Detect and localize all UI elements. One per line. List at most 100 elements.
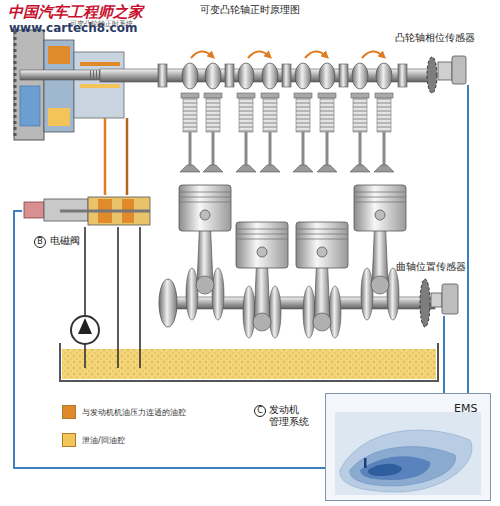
camshaft bbox=[182, 63, 198, 89]
rotation-arrow bbox=[362, 51, 383, 58]
crankshaft bbox=[186, 268, 198, 320]
crankshaft bbox=[243, 286, 255, 338]
oil-pump bbox=[78, 318, 92, 334]
camshaft bbox=[352, 63, 368, 89]
diagram-title: 可变凸轮轴正时原理图 bbox=[200, 4, 300, 16]
valve bbox=[374, 93, 394, 172]
phaser-body bbox=[74, 52, 124, 118]
camshaft bbox=[339, 64, 348, 87]
phaser-body bbox=[14, 30, 44, 140]
phaser-unit: 可变凸轮轴正时系统 bbox=[12, 30, 134, 142]
camshaft bbox=[427, 57, 437, 93]
phaser-body bbox=[48, 108, 70, 126]
legend-text: 与发动机机油压力连通的油腔 bbox=[82, 407, 186, 418]
camshaft bbox=[225, 64, 234, 87]
crank-sensor: 曲轴位置传感器 bbox=[428, 280, 460, 316]
ems-map bbox=[325, 393, 491, 501]
piston bbox=[354, 185, 406, 231]
node-label: 凸轮轴相位传感器 bbox=[395, 32, 475, 44]
valve bbox=[203, 93, 223, 172]
camshaft bbox=[282, 64, 291, 87]
oil-pump bbox=[71, 316, 99, 344]
camshaft bbox=[205, 63, 221, 89]
oil-pressure-line bbox=[126, 142, 129, 195]
rotation-arrow bbox=[248, 51, 269, 58]
valve bbox=[260, 93, 280, 172]
signal-wire bbox=[443, 316, 445, 393]
ems-box: C发动机 管理系统EMS bbox=[325, 393, 491, 501]
camshaft bbox=[398, 64, 407, 87]
crank-sensor-body bbox=[431, 293, 442, 307]
piston bbox=[179, 185, 231, 231]
node-label: 电磁阀 bbox=[50, 235, 80, 247]
piston bbox=[179, 185, 406, 268]
legend-swatch bbox=[62, 433, 76, 447]
crankshaft bbox=[303, 286, 315, 338]
phaser-body bbox=[44, 40, 74, 132]
crankshaft bbox=[212, 268, 224, 320]
rotation-arrow bbox=[305, 51, 326, 58]
phaser-body bbox=[104, 118, 107, 142]
oil-line bbox=[117, 227, 119, 368]
oil-line bbox=[85, 227, 140, 368]
solenoid-valve-body bbox=[24, 197, 150, 225]
connecting-rod bbox=[196, 215, 389, 331]
callout-letter: C bbox=[254, 405, 266, 417]
valve bbox=[180, 93, 394, 172]
valve bbox=[293, 93, 313, 172]
valve bbox=[317, 93, 337, 172]
cam-sensor-body bbox=[452, 56, 466, 84]
solenoid-valve-body bbox=[60, 210, 150, 213]
camshaft bbox=[376, 63, 392, 89]
piston bbox=[236, 222, 288, 268]
watermark-url: www.cartech8.com bbox=[9, 21, 137, 35]
legend-swatch bbox=[62, 405, 76, 419]
phaser-body bbox=[20, 86, 40, 126]
oil-line bbox=[84, 344, 86, 368]
connecting-rod bbox=[253, 313, 271, 331]
oil-pump bbox=[71, 316, 99, 344]
camshaft bbox=[262, 63, 278, 89]
watermark: 中国汽车工程师之家 bbox=[8, 3, 143, 21]
node-label: 可变凸轮轴正时系统 bbox=[70, 20, 133, 28]
ems-map bbox=[360, 456, 430, 480]
cam-sensor-body bbox=[438, 62, 452, 80]
camshaft bbox=[319, 63, 335, 89]
crankshaft bbox=[420, 279, 430, 327]
cam-sensor-body bbox=[438, 56, 466, 84]
signal-wire bbox=[467, 85, 469, 393]
connecting-rod bbox=[371, 276, 389, 294]
ems-map bbox=[368, 464, 402, 476]
oil-pan bbox=[60, 343, 438, 381]
camshaft bbox=[158, 64, 167, 87]
rotation-arrow bbox=[191, 51, 383, 58]
crankshaft bbox=[329, 286, 341, 338]
phaser-body bbox=[14, 30, 130, 142]
crank-sensor-body bbox=[431, 284, 458, 314]
oil-line bbox=[139, 227, 141, 368]
connecting-rod bbox=[196, 276, 214, 294]
callout-letter: B bbox=[34, 236, 46, 248]
ems-map bbox=[340, 430, 472, 492]
phaser-body bbox=[126, 118, 129, 142]
phaser-body bbox=[48, 46, 70, 64]
crankshaft bbox=[159, 268, 435, 338]
node-label: 发动机 管理系统 bbox=[269, 404, 311, 428]
phaser-body bbox=[80, 84, 120, 88]
legend-text: 泄油/回油腔 bbox=[82, 435, 125, 446]
piston bbox=[296, 222, 348, 268]
valve bbox=[180, 93, 200, 172]
crankshaft bbox=[269, 286, 281, 338]
ems-map bbox=[350, 447, 456, 486]
node-label: EMS bbox=[454, 402, 477, 415]
valve bbox=[350, 93, 370, 172]
crankshaft bbox=[159, 279, 177, 327]
solenoid-valve: B电磁阀 bbox=[22, 195, 152, 227]
crankshaft bbox=[361, 268, 373, 320]
ems-map bbox=[335, 412, 481, 495]
camshaft bbox=[238, 63, 254, 89]
phaser-body bbox=[80, 62, 120, 66]
ems-map bbox=[364, 458, 367, 468]
